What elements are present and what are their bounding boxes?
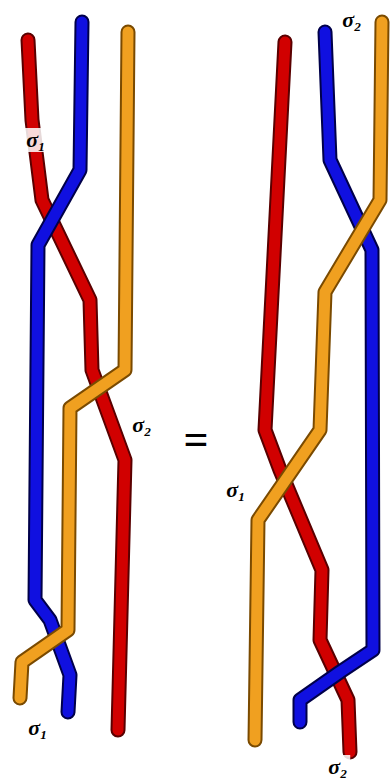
braid-generator-label: σ₂ — [130, 413, 154, 437]
red-strand — [265, 42, 350, 752]
braid-generator-label: σ₂ — [340, 8, 364, 32]
braid-generator-label: σ₁ — [26, 716, 50, 740]
braid-generator-label: σ₁ — [24, 128, 48, 152]
orange-strand — [20, 32, 128, 698]
blue-strand — [300, 32, 373, 722]
blue-strand — [300, 32, 373, 722]
equals-sign: = — [181, 417, 210, 463]
braid-generator-label: σ₂ — [326, 755, 350, 779]
orange-strand — [255, 22, 382, 740]
red-strand — [265, 42, 350, 752]
braid-generator-label: σ₁ — [224, 478, 248, 502]
orange-strand — [20, 32, 128, 698]
orange-strand — [255, 22, 382, 740]
